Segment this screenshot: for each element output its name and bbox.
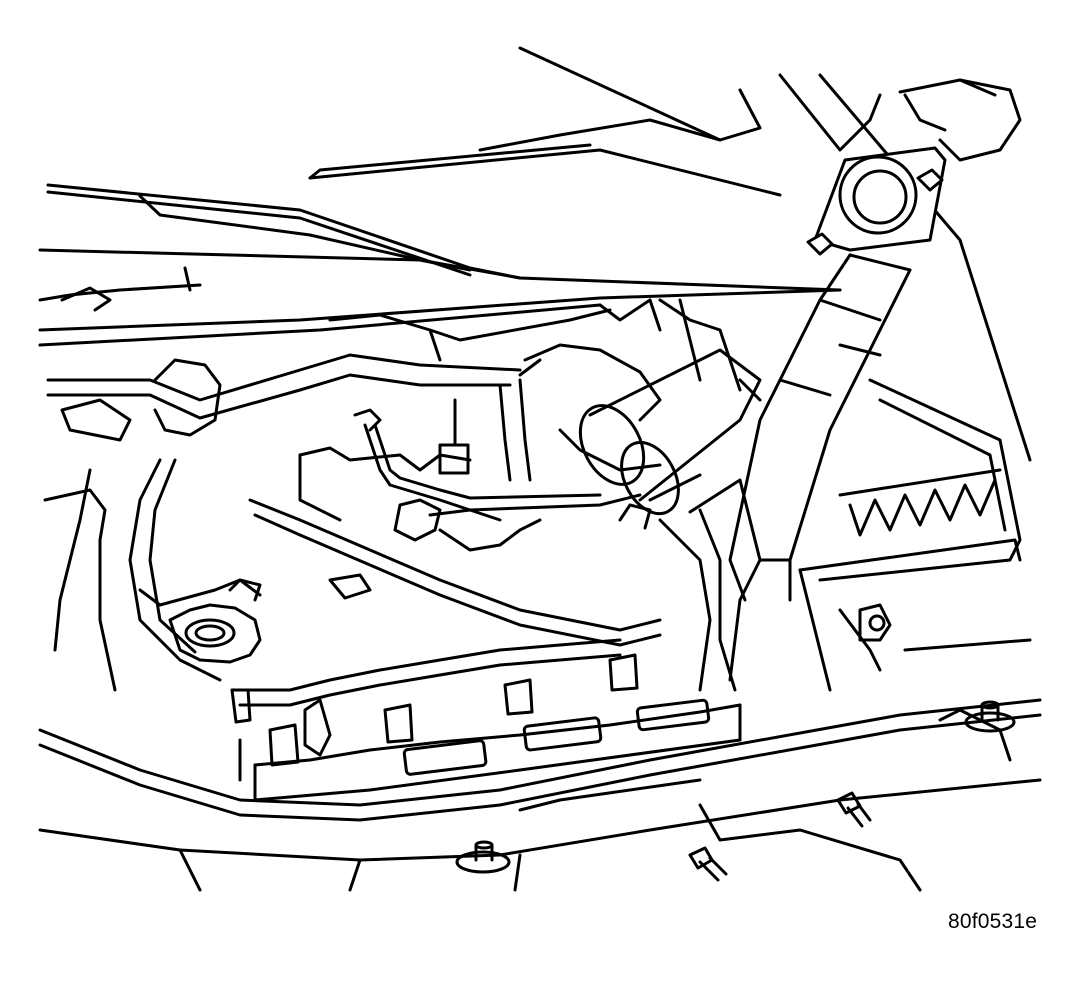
front-bolts [688,791,872,882]
oil-filler-cap [138,578,262,664]
hood-support-strut [728,78,1022,602]
air-cleaner-box [798,378,1032,692]
wiring-harness [230,638,639,767]
mount-stud-right [964,700,1016,733]
mount-stud-left [455,840,511,874]
radiator-support [38,698,1042,822]
left-side-hoses [43,458,222,692]
engine-components [248,398,662,647]
misc-brackets [228,298,742,602]
figure-id-label: 80f0531e [948,910,1038,933]
cowl-panel [38,248,842,347]
strut-bracket-bolts [806,168,944,256]
windshield-cowl [46,46,1032,462]
